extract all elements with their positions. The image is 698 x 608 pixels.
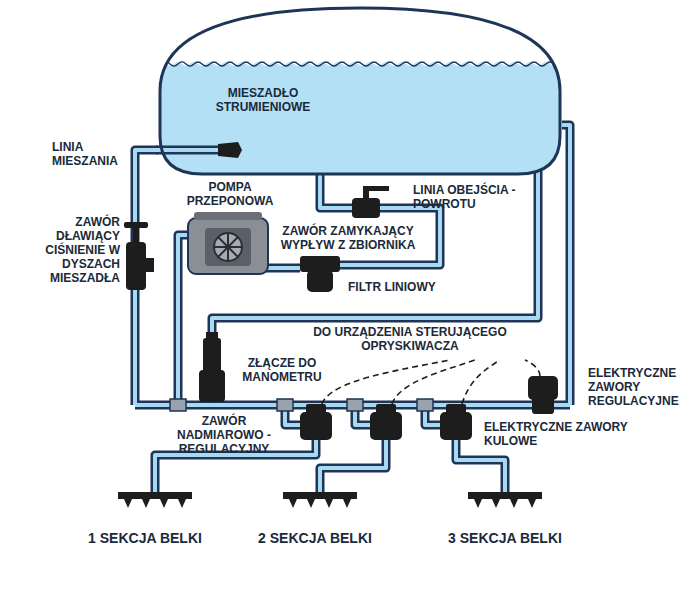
diaphragm-pump — [188, 212, 268, 274]
line-filter — [300, 256, 340, 292]
nozzle — [178, 499, 186, 508]
tank-label: MIESZADŁO STRUMIENIOWE — [188, 86, 338, 114]
throttle-valve — [124, 222, 154, 290]
boom-section — [118, 492, 542, 499]
boom-nozzles — [124, 499, 536, 508]
nozzle — [510, 499, 518, 508]
tank-wall — [160, 8, 560, 174]
agitator-pipe — [156, 148, 225, 152]
ball-valve — [300, 404, 472, 440]
nozzle — [325, 499, 333, 508]
nozzle — [343, 499, 351, 508]
tank-outline — [158, 6, 566, 180]
part-label: LINIA MIESZANIA — [52, 140, 130, 168]
section-label: 3 SEKCJA BELKI — [440, 530, 570, 546]
nozzle — [124, 499, 132, 508]
part-label: DO URZĄDZENIA STERUJĄCEGO OPRYSKIWACZA — [290, 325, 530, 353]
nozzle — [160, 499, 168, 508]
regulating-valve — [528, 376, 558, 414]
agitator-pipe — [156, 146, 225, 155]
nozzle — [142, 499, 150, 508]
nozzle — [289, 499, 297, 508]
jet-agitator — [218, 142, 242, 158]
nozzle — [492, 499, 500, 508]
part-label: FILTR LINIOWY — [348, 280, 488, 294]
section-label: 2 SEKCJA BELKI — [250, 530, 380, 546]
part-label: ZAWÓR NADMIAROWO -REGULACYJNY — [168, 414, 280, 456]
relief-valve — [199, 332, 225, 402]
part-label: ZAWÓR DŁAWIĄCY CIŚNIENIE W DYSZACH MIESZ… — [24, 215, 120, 285]
shutoff-valve — [352, 186, 389, 218]
nozzle — [528, 499, 536, 508]
liquid-surface — [162, 62, 562, 66]
part-label: ELEKTRYCZNE ZAWORY REGULACYJNE — [588, 366, 694, 408]
part-label: POMPA PRZEPONOWA — [178, 180, 282, 208]
tank-liquid — [158, 62, 570, 186]
section-label: 1 SEKCJA BELKI — [80, 530, 210, 546]
part-label: LINIA OBEJŚCIA -POWROTU — [413, 183, 533, 211]
part-label: ZŁĄCZE DO MANOMETRU — [228, 356, 336, 384]
nozzle — [307, 499, 315, 508]
tank: MIESZADŁO STRUMIENIOWE — [158, 6, 562, 176]
part-label: ZAWÓR ZAMYKAJĄCY WYPŁYW Z ZBIORNIKA — [262, 224, 434, 252]
part-label: ELEKTRYCZNE ZAWORY KULOWE — [484, 420, 634, 448]
nozzle — [474, 499, 482, 508]
control-cable — [322, 360, 540, 404]
